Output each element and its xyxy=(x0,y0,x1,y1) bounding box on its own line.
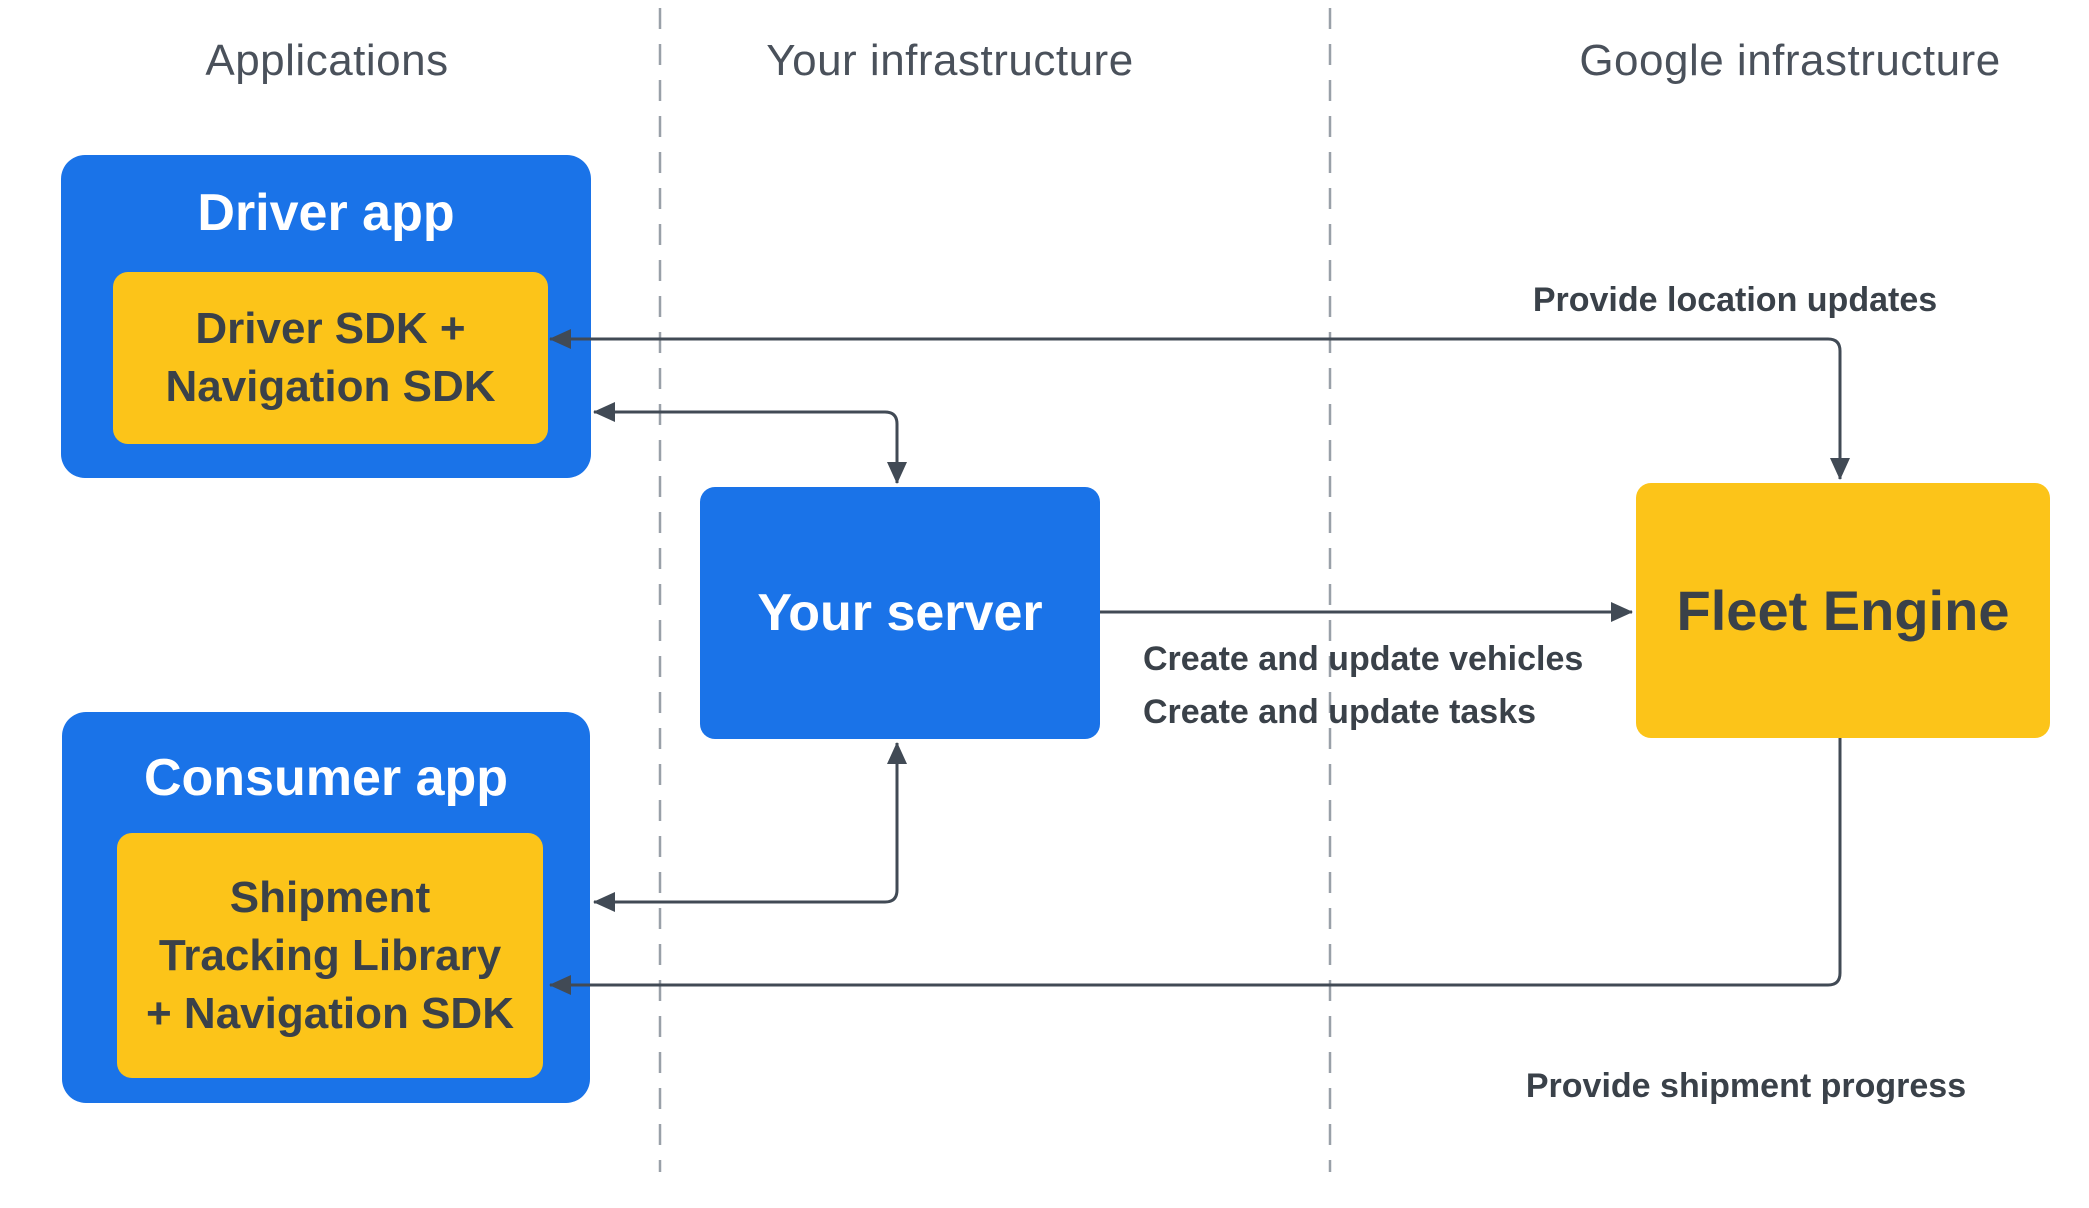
edge-driver-app-server xyxy=(593,402,907,484)
shipment-lib-label-line1: Shipment xyxy=(229,872,431,922)
your-server-title: Your server xyxy=(757,584,1043,642)
shipment-tracking-library-box: Shipment Tracking Library + Navigation S… xyxy=(117,833,543,1078)
fleet-engine-box: Fleet Engine xyxy=(1636,483,2050,738)
driver-sdk-label-line2: Navigation SDK xyxy=(165,362,496,411)
label-create-update-tasks: Create and update tasks xyxy=(1143,693,1537,731)
consumer-app-box: Consumer app Shipment Tracking Library +… xyxy=(62,712,590,1103)
fleet-engine-title: Fleet Engine xyxy=(1676,579,2010,642)
label-provide-location-updates: Provide location updates xyxy=(1532,281,1938,319)
consumer-app-title: Consumer app xyxy=(143,749,509,807)
shipment-lib-label-line3: + Navigation SDK xyxy=(146,988,514,1038)
label-create-update: Create and update vehicles Create and up… xyxy=(1143,633,1583,739)
driver-sdk-label-line1: Driver SDK + xyxy=(195,304,466,353)
edge-location-updates xyxy=(549,329,1850,480)
column-header-your-infrastructure: Your infrastructure xyxy=(766,36,1134,85)
edge-shipment-progress xyxy=(549,738,1842,995)
your-server-box: Your server xyxy=(700,487,1100,739)
driver-app-box: Driver app Driver SDK + Navigation SDK xyxy=(61,155,591,478)
driver-app-title: Driver app xyxy=(197,184,455,242)
label-create-update-vehicles: Create and update vehicles xyxy=(1143,640,1584,678)
column-header-google-infrastructure: Google infrastructure xyxy=(1579,36,2001,85)
edge-consumer-app-server xyxy=(593,742,907,912)
label-provide-shipment-progress: Provide shipment progress xyxy=(1525,1067,1967,1105)
driver-sdk-box: Driver SDK + Navigation SDK xyxy=(113,272,548,444)
column-header-applications: Applications xyxy=(205,36,449,85)
shipment-lib-label-line2: Tracking Library xyxy=(158,930,502,980)
